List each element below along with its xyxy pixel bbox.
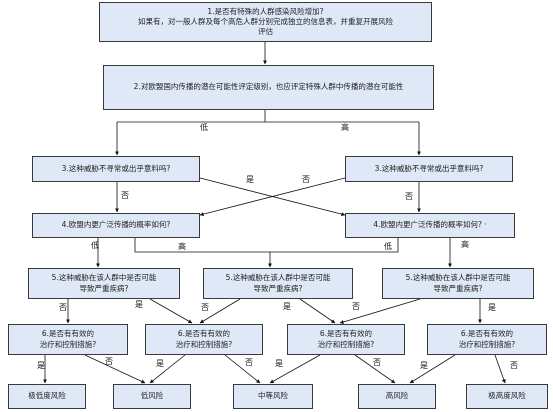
node-2-text: 2.对欧盟国内传播的潜在可能性评定级别，也应评定特殊人群中传播的潜在可能性 bbox=[133, 82, 404, 92]
edge-6b-r3 bbox=[224, 354, 261, 384]
result-high-risk: 高风险 bbox=[358, 384, 436, 409]
node-6d-line-1: 6.是否有有效的 bbox=[460, 329, 514, 339]
edge-label-yes: 是 bbox=[283, 302, 291, 311]
edge-label-low: 低 bbox=[91, 241, 99, 250]
node-3b-text: 3.这种威胁不寻常或出乎意料吗? bbox=[374, 163, 484, 173]
node-1-line-2: 如果有，对一般人群及每个高危人群分别完成独立的信息表，并重复开展风险 bbox=[138, 16, 393, 26]
edge-label-high: 高 bbox=[178, 242, 186, 251]
node-5c-line-2: 导致严重疾病? bbox=[433, 283, 483, 293]
node-1-line-1: 1.是否有特殊的人群感染风险增加? bbox=[207, 6, 324, 16]
edge-6c-r3 bbox=[269, 354, 321, 384]
edge-5b-6c bbox=[299, 298, 336, 324]
edge-6b-r2 bbox=[149, 354, 186, 384]
edge-5c-6c bbox=[339, 298, 421, 324]
edge-label-no: 否 bbox=[201, 303, 209, 312]
result-medium-risk: 中等风险 bbox=[233, 384, 313, 409]
edge-label-no: 否 bbox=[245, 358, 253, 367]
node-4b-text: 4.欧盟内更广泛传播的概率如何? · bbox=[373, 220, 487, 230]
result-very-low-risk-text: 极低度风险 bbox=[28, 391, 66, 401]
node-6c-line-1: 6.是否有有效的 bbox=[319, 329, 373, 339]
edge-label-high: 高 bbox=[461, 240, 469, 249]
edge-6d-r5 bbox=[494, 354, 506, 384]
result-very-high-risk: 极高度风险 bbox=[466, 384, 548, 409]
edge-label-no: 否 bbox=[510, 361, 518, 370]
edge-label-no: 否 bbox=[302, 175, 310, 184]
node-5c-line-1: 5.这种威胁在该人群中是否可能 bbox=[405, 273, 511, 283]
edge-label-no: 否 bbox=[121, 191, 129, 200]
node-5b-line-1: 5.这种威胁在该人群中是否可能 bbox=[225, 273, 331, 283]
edge-label-high: 高 bbox=[341, 123, 349, 132]
node-5c: 5.这种威胁在该人群中是否可能 导致严重疾病? bbox=[382, 268, 534, 299]
edge-label-yes: 是 bbox=[420, 361, 428, 370]
edge-label-no: 否 bbox=[405, 192, 413, 201]
edge-label-no: 否 bbox=[59, 303, 67, 312]
edge-label-no: 否 bbox=[373, 358, 381, 367]
node-3b: 3.这种威胁不寻常或出乎意料吗? bbox=[345, 156, 513, 182]
result-low-risk-text: 低风险 bbox=[140, 391, 164, 401]
node-3a: 3.这种威胁不寻常或出乎意料吗? bbox=[32, 156, 200, 182]
node-6c: 6.是否有有效的 治疗和控制措施? bbox=[287, 324, 405, 355]
node-6d: 6.是否有有效的 治疗和控制措施? bbox=[427, 324, 547, 355]
result-high-risk-text: 高风险 bbox=[385, 391, 409, 401]
node-3a-text: 3.这种威胁不寻常或出乎意料吗? bbox=[61, 163, 171, 173]
edge-6c-r4 bbox=[354, 354, 396, 384]
edge-4a-5b bbox=[134, 238, 272, 268]
node-5a-line-1: 5.这种威胁在该人群中是否可能 bbox=[51, 273, 157, 283]
node-6b: 6.是否有有效的 治疗和控制措施? bbox=[145, 324, 263, 355]
node-4a: 4.欧盟内更广泛传播的概率如何? bbox=[32, 213, 200, 238]
edge-label-low: 低 bbox=[384, 242, 392, 251]
edge-label-yes: 是 bbox=[275, 359, 283, 368]
edge-label-yes: 是 bbox=[156, 359, 164, 368]
result-very-low-risk: 极低度风险 bbox=[8, 384, 86, 409]
node-6a-line-1: 6.是否有有效的 bbox=[41, 329, 95, 339]
edge-6a-r2 bbox=[84, 354, 146, 384]
node-1: 1.是否有特殊的人群感染风险增加? 如果有，对一般人群及每个高危人群分别完成独立… bbox=[99, 2, 432, 42]
node-5a-line-2: 导致严重疾病? bbox=[79, 283, 129, 293]
edge-label-yes: 是 bbox=[246, 175, 254, 184]
node-6c-line-2: 治疗和控制措施? bbox=[317, 339, 375, 349]
node-1-line-3: 评估 bbox=[258, 27, 273, 37]
node-6a: 6.是否有有效的 治疗和控制措施? bbox=[8, 324, 128, 355]
node-6b-line-1: 6.是否有有效的 bbox=[177, 329, 231, 339]
node-6a-line-2: 治疗和控制措施? bbox=[39, 339, 97, 349]
edge-label-low: 低 bbox=[200, 123, 208, 132]
edge-4b-5b bbox=[270, 238, 399, 253]
node-6d-line-2: 治疗和控制措施? bbox=[458, 339, 516, 349]
edge-5a-6b bbox=[149, 298, 193, 324]
edge-6d-r4 bbox=[409, 354, 456, 384]
edge-3b-4a bbox=[199, 177, 346, 217]
edge-label-no: 否 bbox=[105, 357, 113, 366]
node-4a-text: 4.欧盟内更广泛传播的概率如何? bbox=[61, 220, 171, 230]
edge-5b-6b bbox=[199, 298, 241, 324]
edge-label-yes: 是 bbox=[488, 303, 496, 312]
edge-label-yes: 是 bbox=[37, 361, 45, 370]
edge-label-yes: 是 bbox=[135, 300, 143, 309]
node-5b-line-2: 导致严重疾病? bbox=[253, 283, 303, 293]
node-2: 2.对欧盟国内传播的潜在可能性评定级别，也应评定特殊人群中传播的潜在可能性 bbox=[103, 65, 434, 110]
node-5b: 5.这种威胁在该人群中是否可能 导致严重疾病? bbox=[203, 268, 353, 299]
node-6b-line-2: 治疗和控制措施? bbox=[175, 339, 233, 349]
node-5a: 5.这种威胁在该人群中是否可能 导致严重疾病? bbox=[28, 268, 180, 299]
edge-label-no: 否 bbox=[352, 302, 360, 311]
node-4b: 4.欧盟内更广泛传播的概率如何? · bbox=[345, 213, 515, 238]
result-low-risk: 低风险 bbox=[113, 384, 191, 409]
result-medium-risk-text: 中等风险 bbox=[258, 391, 288, 401]
result-very-high-risk-text: 极高度风险 bbox=[488, 391, 526, 401]
